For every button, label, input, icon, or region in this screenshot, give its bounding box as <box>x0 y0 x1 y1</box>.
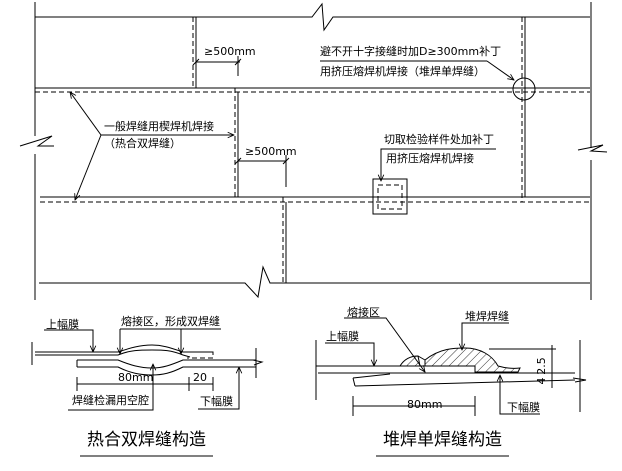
bead-height-dim: 2.5 <box>535 357 548 375</box>
cavity-label: 焊缝检漏用空腔 <box>72 393 149 407</box>
cross-joint-note-line1: 避不开十字接缝时加D≥300mm补丁 <box>320 44 501 58</box>
lower-membrane-leader <box>198 367 239 410</box>
break-symbol <box>252 359 264 366</box>
lower-membrane <box>352 373 576 387</box>
dim-tick <box>282 157 290 165</box>
single-lower-leader <box>500 375 540 415</box>
general-weld-note-line1: 一般焊缝用楔焊机焊接 <box>104 119 214 133</box>
sample-patch-leader <box>381 148 496 181</box>
fusion-zone-label: 熔接区，形成双焊缝 <box>121 314 220 328</box>
weld-bead <box>399 347 521 373</box>
lower-membrane-label: 下幅膜 <box>200 395 233 408</box>
left-break-symbol <box>19 135 54 147</box>
single-fusion-leader <box>344 317 425 372</box>
upper-membrane-overhang <box>187 351 214 359</box>
single-weld-title: 堆焊单焊缝构造 <box>383 430 502 450</box>
double-width-dim: 80mm <box>118 371 153 384</box>
cavity-leader <box>68 364 153 411</box>
break-symbol <box>572 377 587 383</box>
weld-bead-edge <box>417 355 426 361</box>
thickness-dim: 4 <box>535 378 548 385</box>
dim-tick <box>192 58 200 66</box>
general-weld-note-line2: （热合双焊缝） <box>104 136 181 150</box>
sample-patch-note-line2: 用挤压熔焊机焊接 <box>386 151 474 165</box>
top-sheet-edge <box>35 2 590 32</box>
overlap-dim-top: ≥500mm <box>204 45 256 58</box>
overlap-dim-middle: ≥500mm <box>245 145 297 158</box>
sample-patch-note-line1: 切取检验样件处加补丁 <box>384 132 494 146</box>
bottom-sheet-edge <box>39 265 590 299</box>
single-weld-section: 熔接区 堆焊焊缝 上幅膜 2.5 4 80mm 下幅膜 堆焊单焊缝构造 <box>315 305 587 457</box>
upper-membrane <box>35 344 213 358</box>
plan-view: ≥500mm ≥500mm 一般焊缝用楔焊机焊接 （热合双焊缝） 避不开十字接缝… <box>19 2 608 300</box>
cross-joint-note-line2: 用挤压熔焊机焊接（堆焊单焊缝） <box>320 64 485 78</box>
sample-patch-outer <box>372 178 408 215</box>
single-upper-membrane-label: 上幅膜 <box>326 330 359 343</box>
bead-leader <box>462 322 509 350</box>
cross-joint-patch-circle <box>512 77 536 101</box>
double-weld-title: 热合双焊缝构造 <box>87 430 206 450</box>
single-lower-membrane-label: 下幅膜 <box>507 401 540 414</box>
upper-membrane-label: 上幅膜 <box>46 318 79 331</box>
double-weld-section: 上幅膜 熔接区，形成双焊缝 80mm 20 焊缝检漏用空腔 下幅膜 热合双焊缝构… <box>31 314 264 457</box>
bead-label: 堆焊焊缝 <box>465 309 509 323</box>
upper-membrane-leader <box>44 329 93 352</box>
dim-tick <box>234 157 242 165</box>
single-width-dim: 80mm <box>407 398 442 411</box>
cross-joint-leader <box>486 60 514 80</box>
right-break-symbol <box>577 144 608 153</box>
sample-patch-inner <box>377 184 403 210</box>
lower-membrane <box>76 359 256 376</box>
general-weld-leader <box>70 92 102 136</box>
general-weld-leader <box>75 134 102 200</box>
double-edge-dim: 20 <box>193 371 207 384</box>
dim-tick <box>234 58 242 66</box>
single-fusion-label: 熔接区 <box>347 305 380 319</box>
single-upper-leader <box>325 342 374 366</box>
